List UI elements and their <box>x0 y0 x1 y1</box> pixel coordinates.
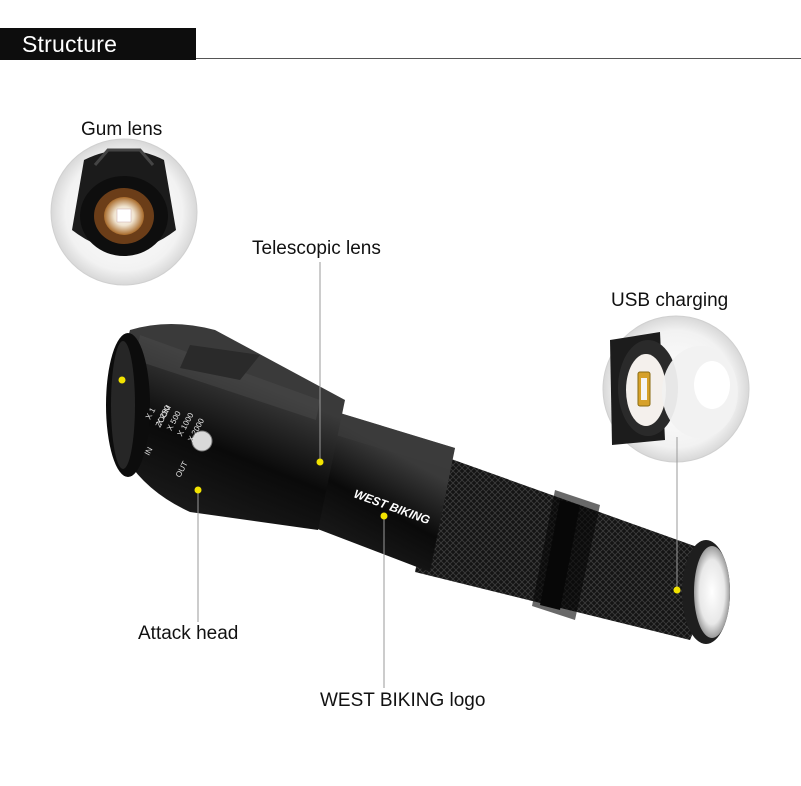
flashlight-body <box>106 324 730 644</box>
marker-dot <box>380 512 388 520</box>
marker-dot <box>194 486 202 494</box>
usb-charging-inset <box>602 315 750 463</box>
gum-lens-label: Gum lens <box>81 119 163 140</box>
callout-leaders <box>197 262 678 688</box>
usb-charging-label: USB charging <box>611 290 729 311</box>
marker-dots <box>118 376 681 594</box>
header-rule <box>196 58 801 59</box>
in-label: IN <box>143 445 155 456</box>
logo-label: WEST BIKING logo <box>320 690 486 711</box>
page-title: Structure <box>22 31 118 57</box>
marker-dot <box>118 376 126 384</box>
marker-dot <box>673 586 681 594</box>
header-bar <box>0 28 196 60</box>
gum-lens-inset <box>50 138 198 286</box>
attack-head-label: Attack head <box>138 623 239 644</box>
telescopic-lens-label: Telescopic lens <box>252 238 381 259</box>
marker-dot <box>316 458 324 466</box>
